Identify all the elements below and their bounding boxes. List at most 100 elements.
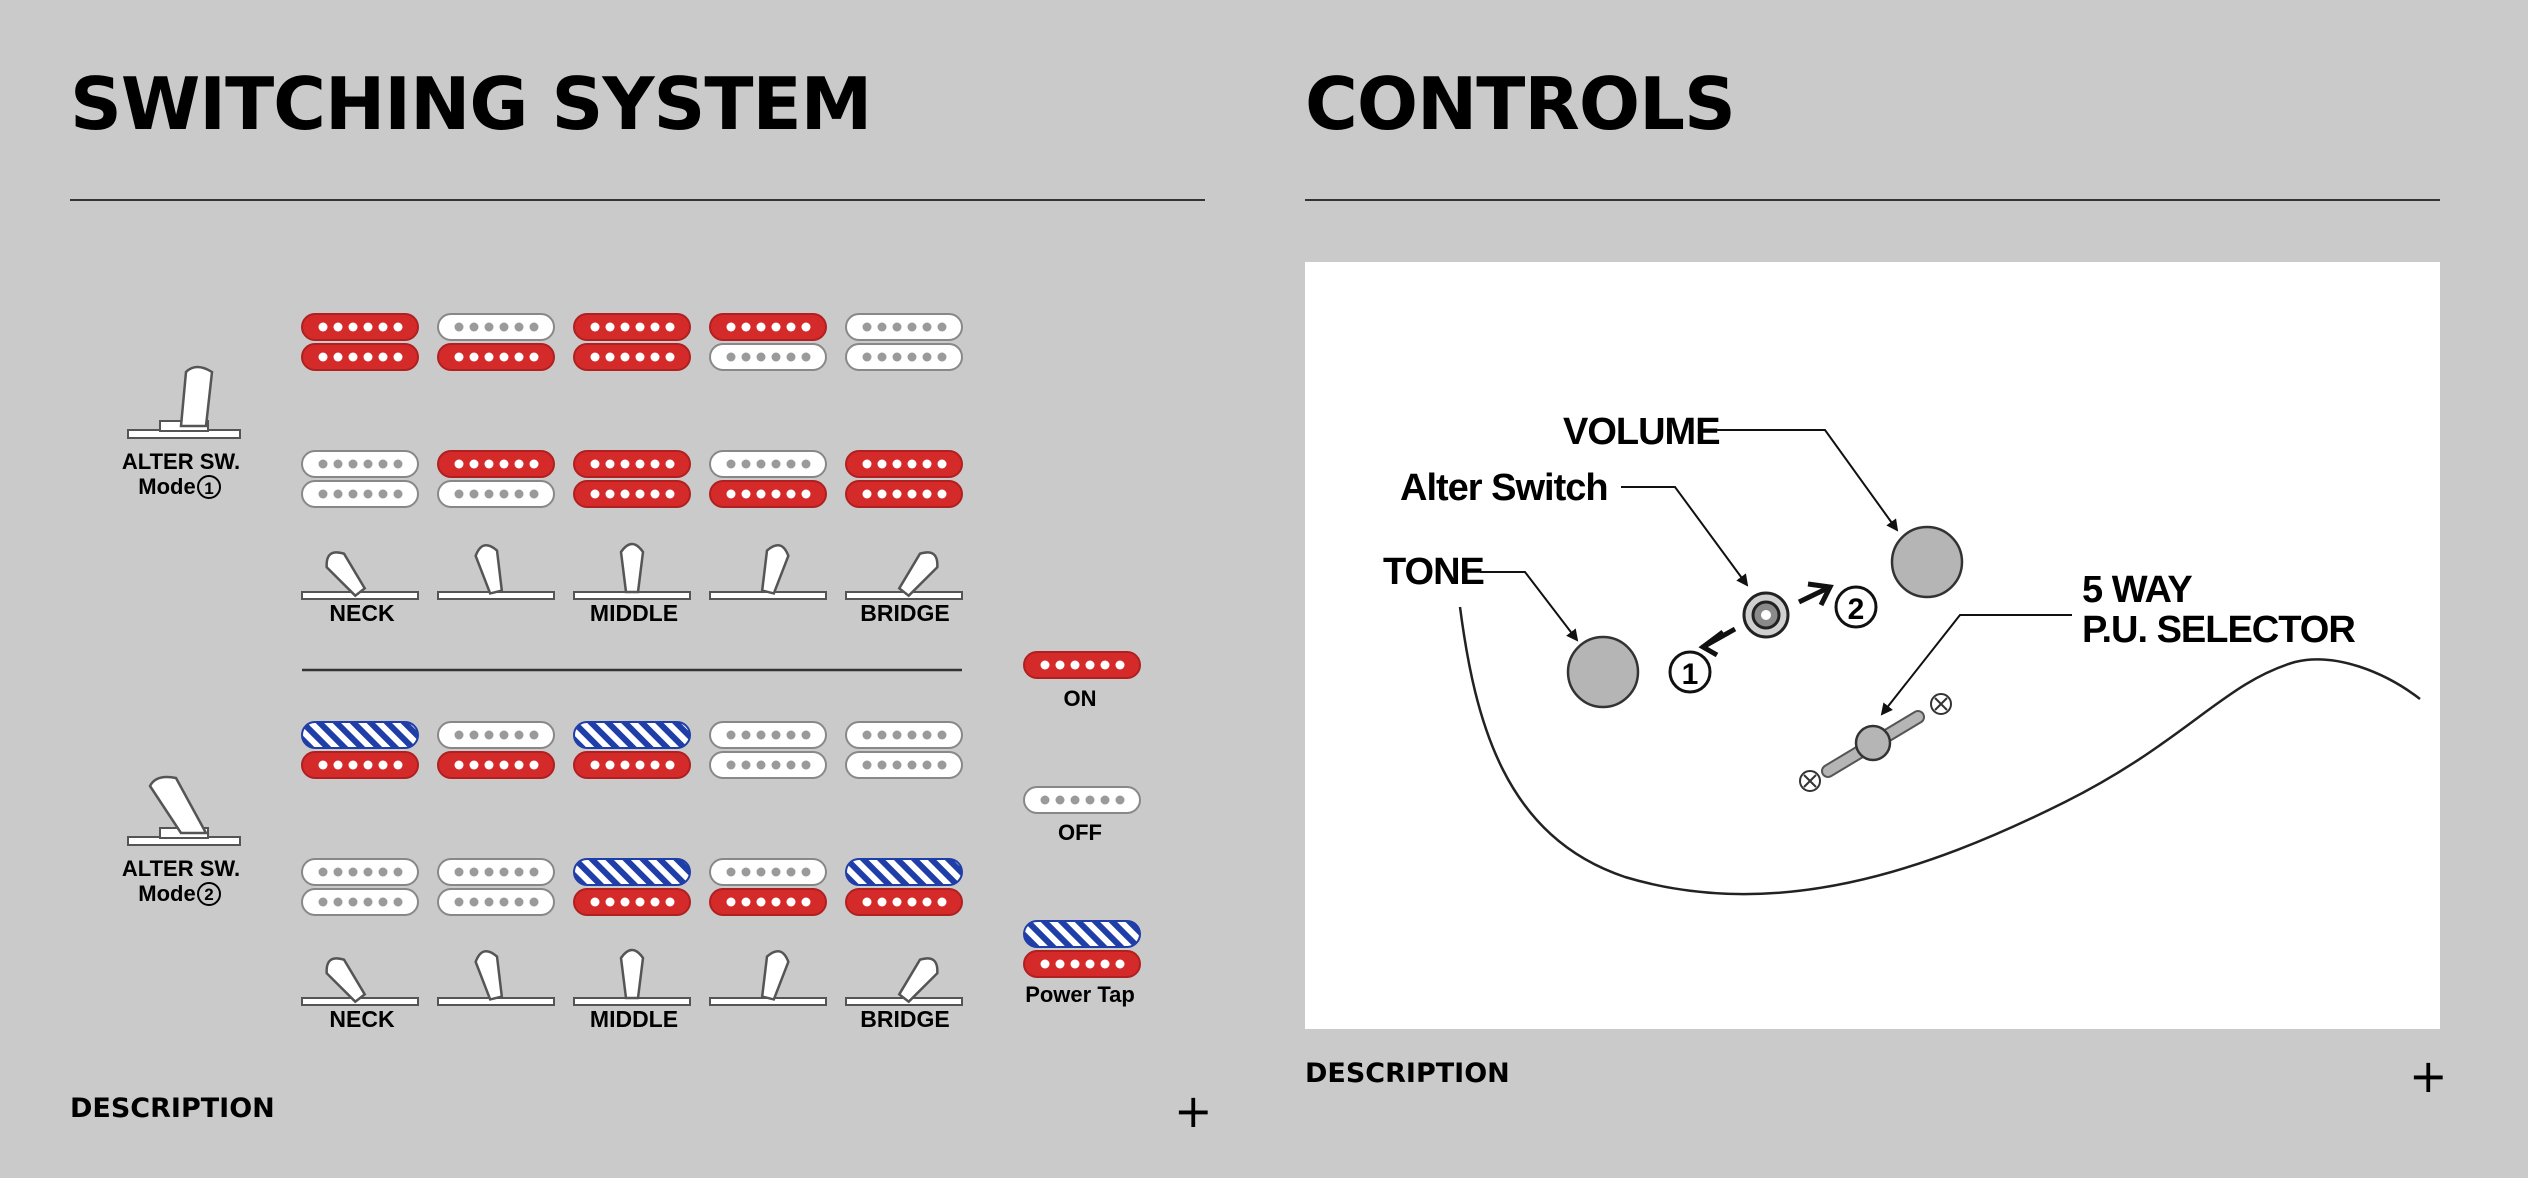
selector-position-1-row1-icon [301, 551, 419, 600]
svg-text:2: 2 [1848, 593, 1865, 626]
alter-switch-mode1-label: ALTER SW. [122, 449, 240, 474]
svg-text:1: 1 [1682, 658, 1699, 691]
selector-leader [1880, 614, 2072, 716]
alter-switch-label: Alter Switch [1400, 467, 1608, 509]
selector-position-4-row2-icon [709, 949, 827, 1006]
controls-heading-divider [1305, 199, 2440, 201]
mode2-pos3-bridge-pickup-bottom-coil [573, 888, 691, 916]
mode2-pos2-neck-pickup-bottom-coil [437, 751, 555, 779]
switch-position-1-badge: 1 [1668, 650, 1712, 694]
volume-label: VOLUME [1563, 411, 1720, 453]
legend-off-swatch [1023, 786, 1141, 814]
mode1-pos4-neck-pickup-top-coil [709, 313, 827, 341]
legend-power-tap-label: Power Tap [1025, 982, 1135, 1007]
legend-off-label: OFF [1058, 820, 1102, 845]
mode1-pos3-bridge-pickup-bottom-coil [573, 480, 691, 508]
alter-switch-icon [1742, 591, 1790, 639]
position-label-middle-mode1: MIDDLE [590, 600, 678, 626]
volume-knob-icon [1890, 525, 1964, 599]
controls-diagram: VOLUME Alter Switch 1 2 TONE 5 WAY P.U. … [1383, 411, 2421, 896]
mode1-pos2-bridge-pickup-top-coil [437, 450, 555, 478]
mode2-pos3-neck-pickup-bottom-coil [573, 751, 691, 779]
mode2-pos4-bridge-pickup-bottom-coil [709, 888, 827, 916]
mode1-pos3-neck-pickup-top-coil [573, 313, 691, 341]
controls-expand-plus-icon[interactable]: + [2409, 1049, 2448, 1103]
mode1-pos5-bridge-pickup-bottom-coil [845, 480, 963, 508]
svg-text:1: 1 [204, 479, 213, 498]
mode1-pos3-bridge-pickup-top-coil [573, 450, 691, 478]
switching-system-heading: SWITCHING SYSTEM [70, 62, 872, 146]
mode1-pos5-bridge-pickup-top-coil [845, 450, 963, 478]
controls-heading: CONTROLS [1305, 62, 1736, 146]
mode2-pos5-neck-pickup-bottom-coil [845, 751, 963, 779]
mode2-pos1-neck-pickup-top-coil [301, 721, 419, 749]
mode1-pos5-neck-pickup-top-coil [845, 313, 963, 341]
selector-position-3-row1-icon [573, 542, 691, 600]
controls-description-toggle[interactable]: DESCRIPTION [1305, 1058, 1510, 1089]
tone-label: TONE [1383, 551, 1484, 593]
mode2-pos3-neck-pickup-top-coil [573, 721, 691, 749]
mode1-pos1-neck-pickup-bottom-coil [301, 343, 419, 371]
guitar-body-outline [1458, 606, 2421, 896]
selector-position-2-row2-icon [437, 949, 555, 1006]
mode1-pos5-neck-pickup-bottom-coil [845, 343, 963, 371]
mode1-pos2-neck-pickup-bottom-coil [437, 343, 555, 371]
selector-position-3-row2-icon [573, 948, 691, 1006]
mode2-pos4-neck-pickup-top-coil [709, 721, 827, 749]
mode2-pos5-bridge-pickup-top-coil [845, 858, 963, 886]
position-label-neck-mode2: NECK [329, 1006, 395, 1032]
mode2-pos2-neck-pickup-top-coil [437, 721, 555, 749]
alter-switch-mode1-icon [127, 365, 241, 439]
mode1-pos2-neck-pickup-top-coil [437, 313, 555, 341]
mode1-pos1-bridge-pickup-bottom-coil [301, 480, 419, 508]
mode2-pos1-bridge-pickup-bottom-coil [301, 888, 419, 916]
legend-on-label: ON [1064, 686, 1097, 711]
alter-switch-mode2-label: ALTER SW. [122, 856, 240, 881]
selector-position-1-row2-icon [301, 957, 419, 1006]
position-label-neck-mode1: NECK [329, 600, 395, 626]
alter-switch-mode1-mode-label: Mode [138, 474, 195, 499]
mode2-pos2-bridge-pickup-top-coil [437, 858, 555, 886]
mode2-pos5-bridge-pickup-bottom-coil [845, 888, 963, 916]
mode1-pos1-bridge-pickup-top-coil [301, 450, 419, 478]
switch-position-2-badge: 2 [1834, 585, 1878, 629]
tone-knob-icon [1566, 635, 1640, 709]
mode2-pos1-neck-pickup-bottom-coil [301, 751, 419, 779]
switching-description-toggle[interactable]: DESCRIPTION [70, 1093, 275, 1124]
alter-switch-mode2-icon [127, 775, 241, 846]
mode2-pos1-bridge-pickup-top-coil [301, 858, 419, 886]
selector-position-4-row1-icon [709, 543, 827, 600]
position-label-bridge-mode1: BRIDGE [860, 600, 949, 626]
tone-leader [1480, 571, 1579, 642]
mode1-pos4-bridge-pickup-top-coil [709, 450, 827, 478]
selector-position-5-row2-icon [845, 957, 963, 1006]
mode1-number-badge: 1 [197, 475, 221, 499]
mode1-pos2-bridge-pickup-bottom-coil [437, 480, 555, 508]
switching-heading-divider [70, 199, 1205, 201]
switching-diagram: ALTER SW. Mode 1 ALTER SW. Mode 2 NECK M… [122, 313, 1141, 1032]
selector-position-5-row1-icon [845, 551, 963, 600]
volume-leader [1717, 429, 1899, 532]
alter-switch-mode2-mode-label: Mode [138, 881, 195, 906]
mode2-pos5-neck-pickup-top-coil [845, 721, 963, 749]
mode2-pos4-bridge-pickup-top-coil [709, 858, 827, 886]
selector-label-line1: 5 WAY [2082, 569, 2192, 611]
mode1-pos1-neck-pickup-top-coil [301, 313, 419, 341]
position-label-bridge-mode2: BRIDGE [860, 1006, 949, 1032]
legend-power-tap-top-swatch [1023, 920, 1141, 948]
legend-power-tap-bottom-swatch [1023, 950, 1141, 978]
switching-expand-plus-icon[interactable]: + [1174, 1084, 1213, 1138]
svg-text:2: 2 [204, 885, 213, 904]
mode2-pos3-bridge-pickup-top-coil [573, 858, 691, 886]
pickup-selector-icon [1799, 693, 1952, 792]
mode2-pos2-bridge-pickup-bottom-coil [437, 888, 555, 916]
position-label-middle-mode2: MIDDLE [590, 1006, 678, 1032]
mode2-number-badge: 2 [197, 882, 221, 906]
mode2-pos4-neck-pickup-bottom-coil [709, 751, 827, 779]
selector-position-2-row1-icon [437, 543, 555, 600]
mode1-pos3-neck-pickup-bottom-coil [573, 343, 691, 371]
selector-label-line2: P.U. SELECTOR [2082, 609, 2355, 651]
controls-diagram-panel: VOLUME Alter Switch 1 2 TONE 5 WAY P.U. … [1305, 262, 2440, 1029]
alter-switch-leader [1621, 486, 1749, 587]
mode1-pos4-bridge-pickup-bottom-coil [709, 480, 827, 508]
